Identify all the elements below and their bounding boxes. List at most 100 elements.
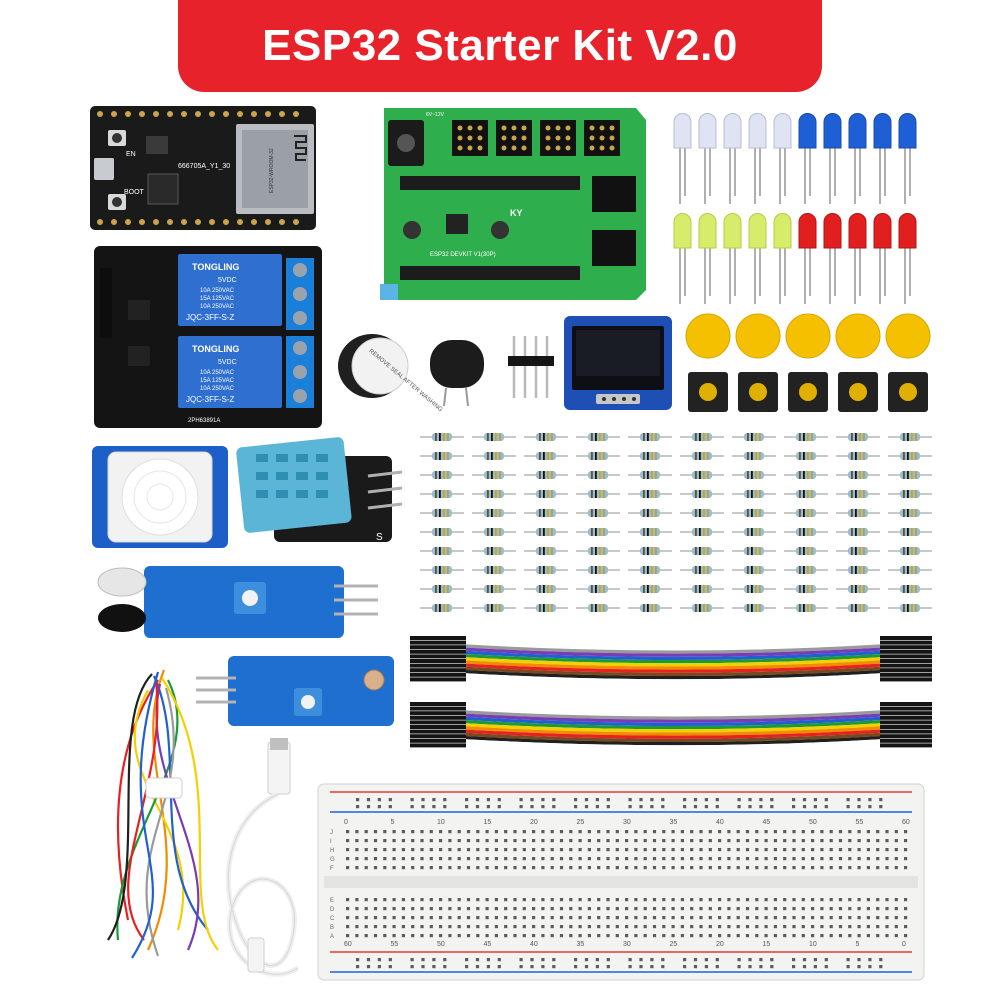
relay2-brand: TONGLING: [192, 344, 239, 354]
dupont-bundle: [410, 702, 932, 749]
resistor: [732, 566, 776, 574]
resistor: [680, 566, 724, 574]
relay1-voltage: 5VDC: [218, 277, 237, 284]
led-row-clear-blue: [673, 113, 917, 204]
breadboard-col-number: 30: [623, 941, 631, 948]
push-button-set: [684, 312, 934, 418]
resistor: [576, 452, 620, 460]
relay1-model: JQC-3FF-S-Z: [186, 313, 235, 322]
breadboard-col-number: 25: [577, 819, 585, 826]
dupont-bundle: [410, 636, 932, 683]
resistor: [680, 452, 724, 460]
jumper-wire-bundle: [88, 660, 236, 960]
resistor: [732, 509, 776, 517]
resistor: [888, 509, 932, 517]
resistor: [576, 604, 620, 612]
resistor: [524, 433, 568, 441]
breadboard-col-number: 35: [670, 819, 678, 826]
title-banner: ESP32 Starter Kit V2.0: [178, 0, 822, 92]
resistor: [836, 490, 880, 498]
breadboard-row-letter: G: [330, 857, 335, 863]
resistor: [472, 566, 516, 574]
resistor: [680, 547, 724, 555]
resistor: [472, 433, 516, 441]
resistor: [680, 585, 724, 593]
breadboard-col-number: 55: [856, 819, 864, 826]
resistor: [420, 585, 464, 593]
resistor: [680, 490, 724, 498]
esp32-en-label: EN: [126, 151, 136, 158]
esp32-expansion-shield: KY ESP32 DEVKIT V1(30P) 6V~12V: [380, 104, 650, 304]
relay2-rating-2: 15A 125VAC: [200, 378, 235, 384]
breadboard-row-letter: F: [330, 866, 334, 872]
breadboard-row-letter: I: [330, 839, 332, 845]
resistor: [680, 528, 724, 536]
breadboard-col-number: 50: [437, 941, 445, 948]
resistor: [420, 471, 464, 479]
resistor: [628, 547, 672, 555]
resistor: [888, 528, 932, 536]
breadboard-col-number: 10: [437, 819, 445, 826]
resistor: [888, 490, 932, 498]
resistor: [576, 433, 620, 441]
resistor: [420, 604, 464, 612]
breadboard-col-number: 20: [716, 941, 724, 948]
resistor: [836, 528, 880, 536]
resistor: [784, 490, 828, 498]
resistor: [836, 547, 880, 555]
resistor: [628, 433, 672, 441]
resistor: [680, 433, 724, 441]
resistor: [472, 547, 516, 555]
resistor: [576, 585, 620, 593]
breadboard-row-letter: C: [330, 916, 335, 922]
light-sensor-module: [196, 652, 396, 730]
ir-obstacle-sensor: [94, 560, 380, 644]
breadboard-col-number: 5: [391, 819, 395, 826]
resistor: [888, 566, 932, 574]
breadboard-row-letter: B: [330, 925, 334, 931]
resistor: [836, 585, 880, 593]
resistor: [888, 585, 932, 593]
resistor: [732, 490, 776, 498]
resistor: [576, 471, 620, 479]
oled-display-module: [562, 314, 674, 412]
resistor: [888, 433, 932, 441]
resistor: [628, 585, 672, 593]
resistor: [732, 547, 776, 555]
breadboard-col-number: 60: [902, 819, 910, 826]
breadboard-col-number: 0: [344, 819, 348, 826]
resistor: [420, 490, 464, 498]
breadboard-col-number: 50: [809, 819, 817, 826]
breadboard-col-number: 35: [577, 941, 585, 948]
resistor: [784, 433, 828, 441]
resistor: [628, 490, 672, 498]
dht11-sensor-module: S: [236, 436, 404, 548]
resistor: [680, 471, 724, 479]
led-row-yellow-red: [673, 213, 917, 304]
resistor: [472, 604, 516, 612]
resistor: [472, 509, 516, 517]
relay1-brand: TONGLING: [192, 262, 239, 272]
resistor: [888, 471, 932, 479]
buzzer-pair: REMOVE SEAL AFTER WASHING: [334, 328, 498, 413]
esp32-boot-label: BOOT: [124, 189, 145, 196]
resistor: [524, 509, 568, 517]
resistor: [888, 547, 932, 555]
resistor: [420, 509, 464, 517]
resistor: [524, 528, 568, 536]
breadboard-col-number: 45: [763, 819, 771, 826]
resistor: [524, 604, 568, 612]
relay2-model: JQC-3FF-S-Z: [186, 395, 235, 404]
resistor: [732, 471, 776, 479]
breadboard-col-number: 25: [670, 941, 678, 948]
relay1-rating-2: 15A 125VAC: [200, 296, 235, 302]
resistor: [784, 566, 828, 574]
banner-title: ESP32 Starter Kit V2.0: [262, 21, 738, 70]
breadboard-col-number: 30: [623, 819, 631, 826]
resistor: [732, 604, 776, 612]
esp32-chip-label: ESP32-WROOM-32: [269, 148, 275, 193]
resistor: [472, 471, 516, 479]
resistor: [420, 528, 464, 536]
resistor: [524, 490, 568, 498]
